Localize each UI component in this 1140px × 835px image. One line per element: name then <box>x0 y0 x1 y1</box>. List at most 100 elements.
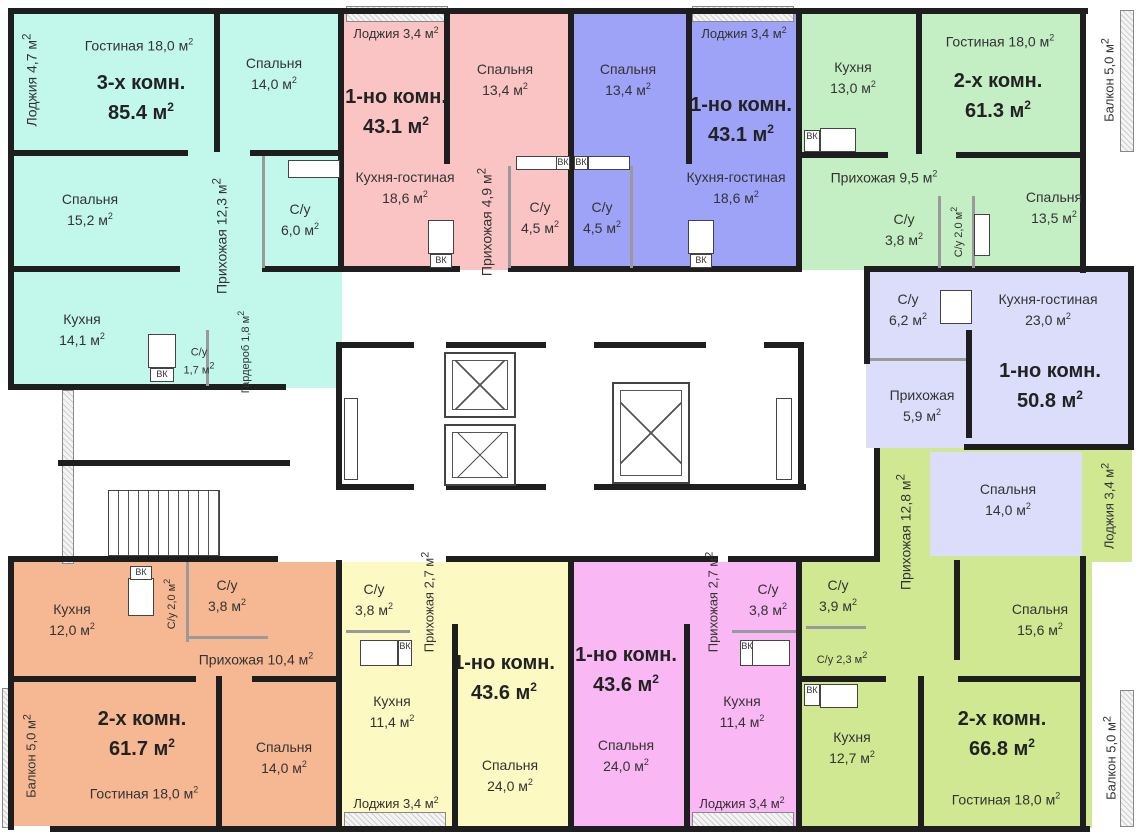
wall-lime-mid-h <box>802 676 886 682</box>
core-wall-top <box>336 342 414 348</box>
core-wall-right-top <box>594 342 706 348</box>
vk-yellow: ВК <box>398 640 412 666</box>
stair-landing-hatch <box>62 390 74 564</box>
wall-lavender-bottom <box>964 444 1134 450</box>
partition-orange-bath2 <box>188 636 268 639</box>
apt-3k-85-title: 3-х комн.85.4 м2 <box>96 72 186 124</box>
apt-1k-blue-fill <box>572 14 798 270</box>
wall-cyan-pink <box>338 14 344 272</box>
partition-magenta-bath <box>732 630 796 633</box>
wall-orange-mid-h2 <box>252 676 342 682</box>
sink-pink <box>516 156 558 170</box>
label-wardrobe-cyan: Гардероб 1,8 м2 <box>236 310 252 394</box>
wall-orange-yellow <box>336 560 342 830</box>
stove-magenta <box>752 640 790 666</box>
core-fixture-left <box>344 398 358 480</box>
vk-pink-bath: ВК <box>556 156 570 170</box>
wall-left-bottom <box>8 560 14 830</box>
wall-orange-mid-h <box>8 676 196 682</box>
label-hall-pink: Прихожая 4,9 м2 <box>475 167 495 277</box>
elevator-2 <box>444 424 516 486</box>
label-living-lime: Гостиная 18,0 м2 <box>951 790 1061 808</box>
vk-blue: ВК <box>690 254 712 268</box>
apt-2k-lime-bedroom-top-fill <box>930 452 1082 556</box>
balcony-green-hatch <box>1120 10 1134 152</box>
label-bath-small-green: С/у 2,0 м2 <box>949 206 965 258</box>
partition-green-bath <box>938 196 941 268</box>
apt-3k-85-corridor-fill <box>180 270 265 388</box>
stair-flight <box>108 490 220 556</box>
core-wall-bottom2 <box>446 484 546 490</box>
vk-orange: ВК <box>130 566 152 580</box>
wall-lime-divider <box>918 676 924 826</box>
label-hall-yellow: Прихожая 2,7 м2 <box>419 551 437 653</box>
apt-1k-yellow-title: 1-но комн.43.6 м2 <box>453 652 555 704</box>
wall-bottom-row-top <box>8 556 278 562</box>
partition-yellow-bath <box>346 630 410 633</box>
stove-lavender <box>940 290 972 324</box>
vk-pink: ВК <box>430 254 452 268</box>
wall-cyan-mid-h2 <box>250 150 342 156</box>
wall-yellow-magenta <box>568 560 574 830</box>
core-wall-bottom <box>336 484 414 490</box>
wall-pink-bottom <box>342 266 460 272</box>
wall-cyan-divider <box>214 14 220 152</box>
wall-top-row-bottom-bath <box>262 266 342 272</box>
core-wall-right-bottom <box>594 484 806 490</box>
elevator-3 <box>612 382 690 484</box>
wall-green-mid-h <box>802 152 888 158</box>
label-living-orange: Гостиная 18,0 м2 <box>89 784 199 802</box>
partition-lavender-bath <box>870 358 966 361</box>
wall-left-top <box>8 8 14 390</box>
wall-lime-upper <box>874 448 880 562</box>
apt-1k-pink-fill <box>342 14 572 270</box>
wall-lavender-inner <box>966 330 972 438</box>
stove-yellow <box>360 640 398 666</box>
core-wall-right <box>798 342 804 490</box>
wall-top <box>8 8 1088 14</box>
sink-cyan <box>288 160 340 178</box>
core-wall-left <box>336 342 342 488</box>
wall-right-top <box>1080 8 1086 273</box>
wall-bottom-row-top2 <box>446 556 718 562</box>
vk-lime: ВК <box>804 684 820 706</box>
partition-cyan-bath2 <box>206 330 209 386</box>
wall-pink-blue <box>568 14 574 272</box>
elevator-1 <box>444 352 516 418</box>
partition-pink-bath <box>508 166 511 268</box>
wall-lime-hall <box>954 560 960 660</box>
apt-3k-85-fill <box>12 14 342 388</box>
wall-green-mid-h2 <box>956 152 1086 158</box>
stair-wall-top <box>58 460 290 466</box>
stove-blue <box>688 220 714 254</box>
wall-green-divider <box>916 14 922 154</box>
apt-1k-lavender-title: 1-но комн.50.8 м2 <box>999 360 1101 412</box>
wall-lavender-left <box>864 272 870 364</box>
label-hall-green: Прихожая 9,5 м2 <box>830 168 938 186</box>
wall-green-bottom <box>864 266 1134 272</box>
core-fixture-right <box>776 398 792 480</box>
label-loggia-yellow: Лоджия 3,4 м2 <box>353 794 439 812</box>
label-hall-cyan: Прихожая 12,3 м2 <box>210 177 230 295</box>
wall-cyan-mid-h <box>8 150 188 156</box>
partition-orange-bath <box>186 562 189 642</box>
apt-1k-pink-title: 1-но комн.43.1 м2 <box>345 86 447 138</box>
balcony-lime-hatch <box>1120 690 1134 827</box>
